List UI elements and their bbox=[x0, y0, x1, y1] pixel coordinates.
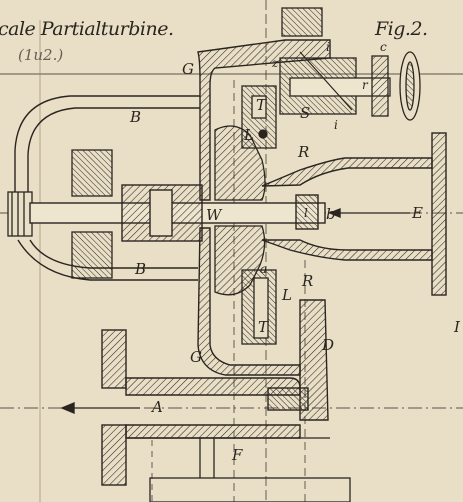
outlet-pipe bbox=[60, 329, 309, 486]
label-F: F bbox=[232, 446, 243, 464]
regulating-spindle bbox=[279, 7, 421, 121]
figure-number: Fig.2. bbox=[375, 18, 428, 40]
gland-nut bbox=[149, 189, 173, 237]
label-T-top: T bbox=[256, 96, 267, 114]
label-a: a bbox=[260, 262, 268, 276]
label-A: A bbox=[152, 398, 163, 416]
sheet-note: (1u2.) bbox=[18, 46, 64, 64]
bracket-arm-bottom-outer bbox=[29, 239, 198, 269]
label-R-top: R bbox=[298, 143, 310, 161]
label-R-bottom: R bbox=[302, 272, 314, 290]
label-c: c bbox=[380, 40, 387, 54]
foundation-base bbox=[149, 477, 351, 502]
label-W: W bbox=[206, 206, 222, 224]
label-G-top: G bbox=[182, 60, 194, 78]
bearing-top-half bbox=[71, 149, 113, 197]
label-r: r bbox=[362, 78, 368, 92]
label-i-top: i bbox=[326, 40, 330, 54]
foundation bbox=[126, 437, 351, 502]
label-B-bottom: B bbox=[135, 260, 147, 278]
bolt-head bbox=[258, 129, 268, 139]
label-edge-I: I bbox=[454, 318, 460, 336]
inlet-wall-top bbox=[261, 157, 433, 187]
bearing-bottom-half bbox=[71, 231, 113, 279]
label-L-top: L bbox=[244, 126, 254, 144]
label-B-top: B bbox=[130, 108, 142, 126]
bracket-arm-top-outer bbox=[14, 95, 200, 200]
outlet-flange-bottom bbox=[101, 424, 127, 486]
shaft bbox=[29, 184, 326, 242]
label-G-bottom: G bbox=[190, 348, 202, 366]
runner bbox=[214, 85, 277, 345]
inlet-flange bbox=[431, 132, 447, 296]
figure-title: cale Partialturbine. bbox=[0, 18, 174, 40]
label-T-bottom: T bbox=[258, 318, 269, 336]
casing-top-wall bbox=[197, 39, 331, 201]
bracket-arm-top-inner bbox=[27, 107, 200, 200]
label-l: l bbox=[304, 206, 308, 220]
inlet-nozzle bbox=[295, 194, 319, 230]
outboard-bearing bbox=[7, 149, 113, 279]
inlet-pipe bbox=[261, 132, 447, 296]
label-i-mid: i bbox=[334, 118, 338, 132]
label-E: E bbox=[412, 204, 423, 222]
screw-cap bbox=[281, 7, 323, 37]
label-S: S bbox=[300, 104, 311, 122]
label-D: D bbox=[322, 336, 335, 354]
bracket-arm-bottom-inner bbox=[17, 239, 198, 281]
label-L-bottom: L bbox=[282, 286, 292, 304]
outlet-flange-top bbox=[101, 329, 127, 389]
label-b: b bbox=[326, 205, 336, 223]
outlet-wall-bottom bbox=[125, 424, 301, 439]
label-z: z bbox=[272, 56, 279, 70]
spindle-nut bbox=[371, 55, 389, 117]
inlet-wall-bottom bbox=[261, 239, 433, 261]
